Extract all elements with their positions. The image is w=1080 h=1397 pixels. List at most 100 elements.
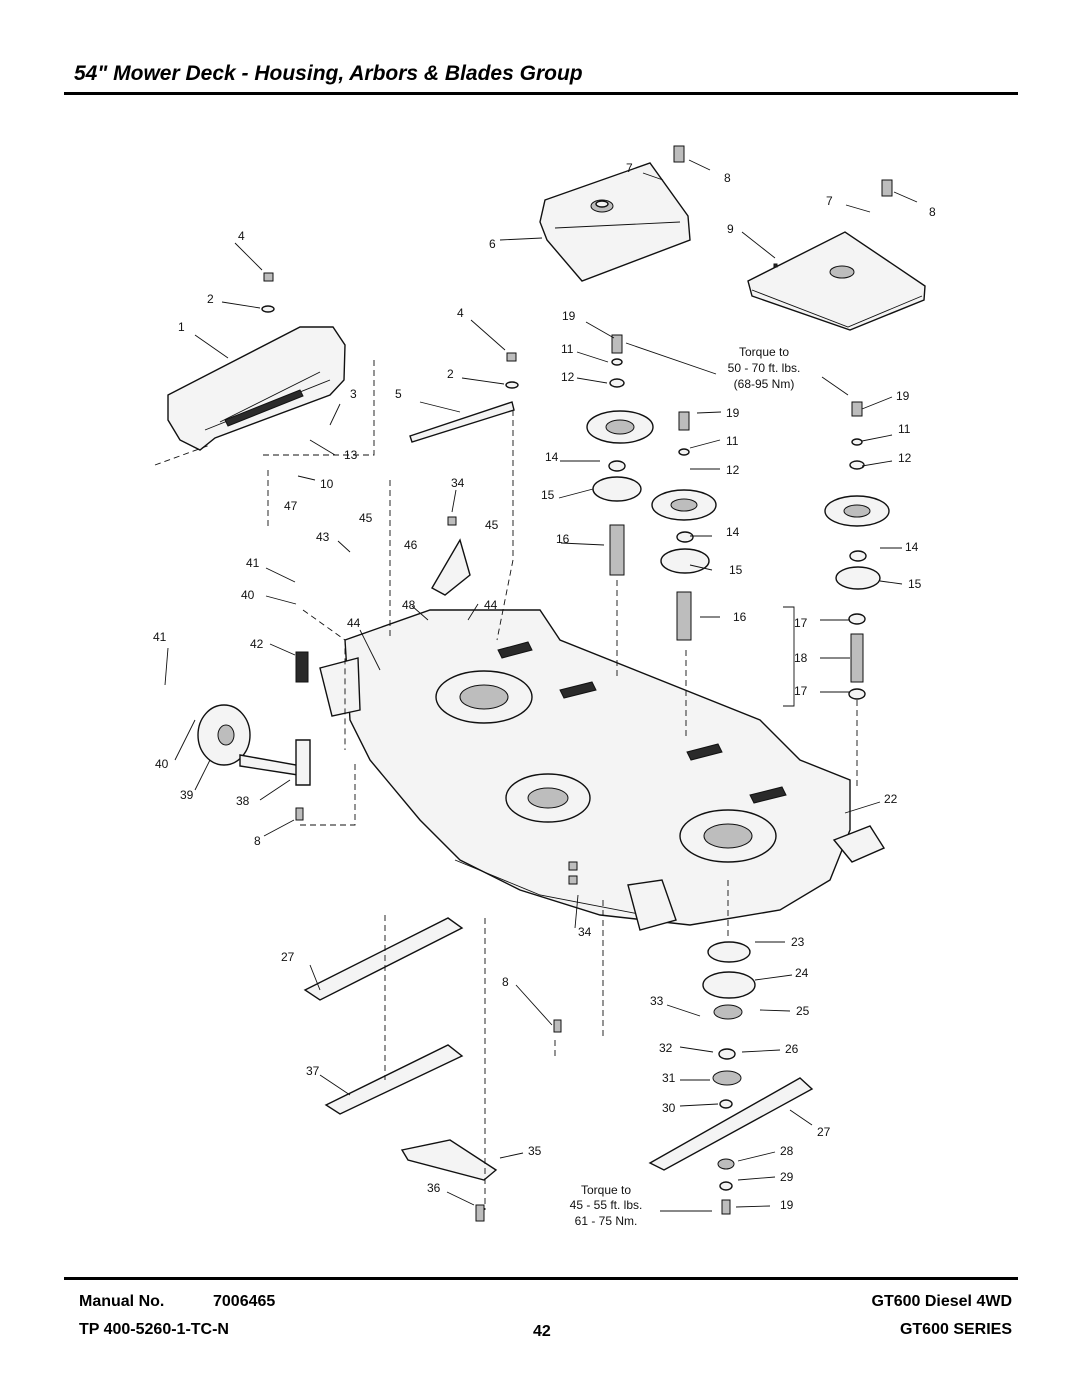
callout-labels: 7 8 7 8 4 6 9 2 1 4 19 2 3 5 11 12 19 11…	[153, 161, 936, 1212]
torque-note-line: Torque to	[581, 1183, 631, 1197]
callout-label: 11	[726, 434, 739, 448]
page-title: 54" Mower Deck - Housing, Arbors & Blade…	[74, 62, 583, 85]
callout-label: 28	[780, 1144, 794, 1158]
callout-label: 17	[794, 684, 808, 698]
callout-label: 36	[427, 1181, 441, 1195]
torque-note-line: Torque to	[739, 345, 789, 359]
callout-label: 32	[659, 1041, 673, 1055]
belt-cover-right	[747, 231, 926, 331]
callout-label: 16	[556, 532, 570, 546]
callout-label: 22	[884, 792, 898, 806]
callout-label: 14	[545, 450, 559, 464]
callout-label: 4	[457, 306, 464, 320]
callout-label: 48	[402, 598, 416, 612]
callout-label: 24	[795, 966, 809, 980]
callout-label: 12	[726, 463, 740, 477]
callout-leaders	[164, 159, 918, 1212]
callout-label: 44	[484, 598, 498, 612]
callout-label: 16	[733, 610, 747, 624]
callout-label: 45	[485, 518, 499, 532]
spindle-assembly-right	[783, 495, 890, 707]
callout-label: 15	[729, 563, 743, 577]
manual-number-label: Manual No.	[79, 1293, 165, 1310]
callout-label: 8	[502, 975, 509, 989]
callout-label: 14	[726, 525, 740, 539]
page-number: 42	[533, 1323, 551, 1340]
callout-label: 12	[898, 451, 912, 465]
series-name: GT600 SERIES	[899, 1321, 1012, 1338]
callout-label: 2	[207, 292, 214, 306]
torque-note-line: 61 - 75 Nm.	[575, 1214, 638, 1228]
callout-label: 15	[908, 577, 922, 591]
mower-deck-housing	[319, 609, 886, 931]
discharge-chute-deflector	[167, 326, 346, 451]
callout-label: 14	[905, 540, 919, 554]
callout-label: 27	[817, 1125, 831, 1139]
callout-label: 45	[359, 511, 373, 525]
callout-label: 26	[785, 1042, 799, 1056]
callout-label: 42	[250, 637, 264, 651]
callout-label: 11	[561, 342, 574, 356]
callout-label: 19	[562, 309, 576, 323]
torque-note-line: (68-95 Nm)	[734, 377, 795, 391]
callout-label: 29	[780, 1170, 794, 1184]
belt-cover-left	[539, 162, 691, 282]
mower-blades	[303, 917, 814, 1181]
callout-label: 44	[347, 616, 361, 630]
callout-label: 38	[236, 794, 250, 808]
callout-label: 31	[662, 1071, 676, 1085]
callout-label: 6	[489, 237, 496, 251]
callout-label: 4	[238, 229, 245, 243]
manual-number-value: 7006465	[213, 1293, 276, 1310]
callout-label: 8	[929, 205, 936, 219]
callout-label: 40	[241, 588, 255, 602]
callout-label: 2	[447, 367, 454, 381]
torque-note-line: 50 - 70 ft. lbs.	[728, 361, 801, 375]
callout-label: 8	[254, 834, 261, 848]
callout-label: 5	[395, 387, 402, 401]
callout-label: 7	[826, 194, 833, 208]
callout-label: 19	[726, 406, 740, 420]
callout-label: 47	[284, 499, 298, 513]
spindle-assembly-middle	[651, 489, 717, 641]
callout-label: 19	[896, 389, 910, 403]
callout-label: 9	[727, 222, 734, 236]
assembly-lines	[154, 360, 858, 1210]
callout-label: 37	[306, 1064, 320, 1078]
callout-label: 18	[794, 651, 808, 665]
callout-label: 46	[404, 538, 418, 552]
model-name: GT600 Diesel 4WD	[871, 1293, 1013, 1310]
callout-label: 41	[246, 556, 260, 570]
callout-label: 19	[780, 1198, 794, 1212]
spindle-assembly-left	[586, 410, 654, 576]
callout-label: 23	[791, 935, 805, 949]
callout-label: 15	[541, 488, 555, 502]
hardware-fasteners	[261, 145, 893, 1222]
callout-label: 25	[796, 1004, 810, 1018]
callout-label: 7	[626, 161, 633, 175]
torque-note-upper: Torque to 50 - 70 ft. lbs. (68-95 Nm)	[728, 345, 801, 391]
callout-label: 35	[528, 1144, 542, 1158]
callout-label: 39	[180, 788, 194, 802]
torque-note-lower: Torque to 45 - 55 ft. lbs. 61 - 75 Nm.	[570, 1183, 643, 1228]
callout-label: 41	[153, 630, 167, 644]
callout-label: 40	[155, 757, 169, 771]
title-rule	[64, 92, 1018, 95]
lower-spindle-hub	[702, 941, 756, 1215]
callout-label: 27	[281, 950, 295, 964]
callout-label: 43	[316, 530, 330, 544]
footer-rule	[64, 1277, 1018, 1280]
tp-number: TP 400-5260-1-TC-N	[79, 1321, 229, 1338]
callout-label: 3	[350, 387, 357, 401]
callout-label: 13	[344, 448, 358, 462]
torque-note-line: 45 - 55 ft. lbs.	[570, 1198, 643, 1212]
callout-label: 33	[650, 994, 664, 1008]
callout-label: 11	[898, 422, 911, 436]
callout-label: 17	[794, 616, 808, 630]
callout-label: 8	[724, 171, 731, 185]
callout-label: 10	[320, 477, 334, 491]
gauge-wheel-assembly	[197, 651, 311, 786]
callout-label: 12	[561, 370, 575, 384]
callout-label: 1	[178, 320, 185, 334]
